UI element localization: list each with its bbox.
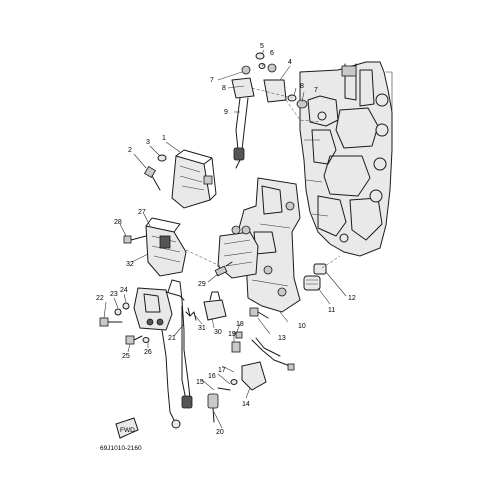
callout-32: 32 [126,261,134,268]
bolt-28 [123,235,147,244]
harness-14-20 [207,331,295,423]
callout-3: 3 [146,139,150,146]
callout-25: 25 [122,353,130,360]
engine-block [299,61,393,257]
callout-26: 26 [144,349,152,356]
ignition-coil-assembly [231,52,321,169]
callout-30: 30 [214,329,222,336]
callout-13: 13 [278,335,286,342]
rectifier-plate [217,225,259,279]
callout-27: 27 [138,209,146,216]
callout-24: 24 [120,287,128,294]
component-30-31 [181,291,227,401]
callout-23: 23 [110,291,118,298]
callout-21: 21 [168,335,176,342]
callout-17: 17 [218,367,226,374]
starter-relay-block [99,287,185,345]
callout-31: 31 [198,325,206,332]
leader-lines [103,49,347,429]
callout-5: 5 [260,43,264,50]
callout-18: 18 [236,321,244,328]
callout-20: 20 [216,429,224,436]
callout-4: 4 [288,59,292,66]
callout-7a: 7 [210,77,214,84]
callout-29: 29 [198,281,206,288]
electrical-bracket [237,177,301,313]
callout-22: 22 [96,295,104,302]
cdi-unit [171,149,217,209]
bolt-13 [249,307,269,319]
cable-21 [161,279,193,429]
callout-8b: 8 [300,83,304,90]
connector-29 [214,261,233,277]
callout-19: 19 [228,331,236,338]
fittings-11-12 [303,255,341,291]
bolt-2-3 [143,154,167,191]
callout-labels: 1 2 3 4 5 6 7 7 8 8 9 10 11 12 13 14 15 … [96,43,356,436]
fwd-badge-label: FWD [120,427,135,434]
callout-8a: 8 [222,85,226,92]
callout-10: 10 [298,323,306,330]
callout-28: 28 [114,219,122,226]
fwd-arrow-icon: FWD [115,417,139,439]
callout-12: 12 [348,295,356,302]
part-code-label: 69J1010-2160 [100,445,142,452]
callout-7b: 7 [314,87,318,94]
callout-15: 15 [196,379,204,386]
callout-2: 2 [128,147,132,154]
callout-9: 9 [224,109,228,116]
regulator [145,217,221,277]
callout-11: 11 [328,307,335,314]
callout-16: 16 [208,373,216,380]
callout-6: 6 [270,50,274,57]
callout-1: 1 [162,135,166,142]
callout-14: 14 [242,401,250,408]
